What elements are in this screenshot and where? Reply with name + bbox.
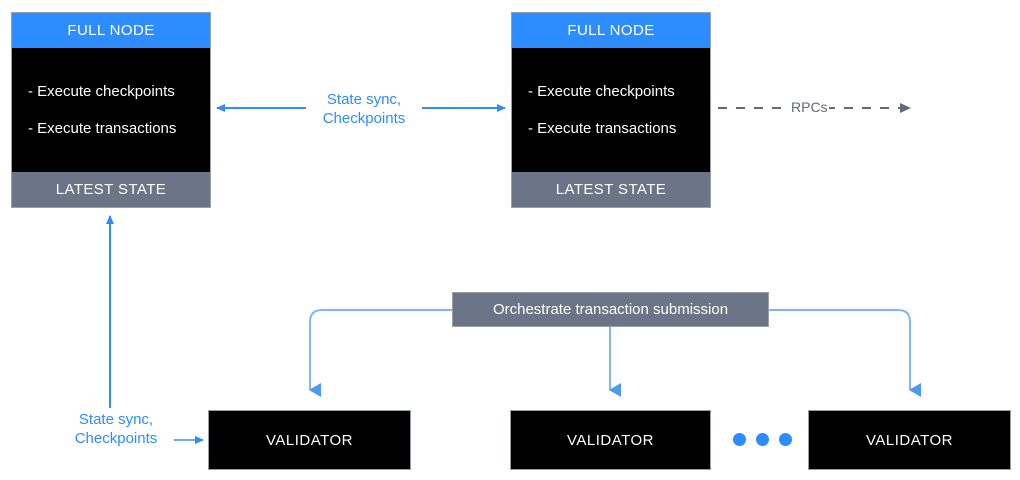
ellipsis-dot-2 bbox=[756, 433, 769, 446]
full-node-right-line-2: - Execute transactions bbox=[528, 120, 677, 137]
ellipsis-dot-3 bbox=[779, 433, 792, 446]
validator-box-1: VALIDATOR bbox=[208, 410, 411, 470]
edge-label-state-sync-bottom-line-1: State sync, bbox=[78, 411, 154, 428]
edge-label-state-sync-bottom-line-2: Checkpoints bbox=[74, 430, 158, 447]
full-node-right-body: - Execute checkpoints - Execute transact… bbox=[512, 48, 710, 172]
edge-orchestrator-to-validator-3 bbox=[769, 309, 921, 397]
edge-label-state-sync-top: State sync, Checkpoints bbox=[306, 90, 422, 128]
full-node-right: FULL NODE - Execute checkpoints - Execut… bbox=[511, 12, 711, 208]
full-node-right-line-1: - Execute checkpoints bbox=[528, 83, 675, 100]
ellipsis-dot-1 bbox=[733, 433, 746, 446]
full-node-left: FULL NODE - Execute checkpoints - Execut… bbox=[11, 12, 211, 208]
validator-label-2: VALIDATOR bbox=[566, 431, 655, 449]
edge-orchestrator-to-validator-1 bbox=[309, 309, 452, 397]
edge-label-state-sync-top-line-2: Checkpoints bbox=[322, 110, 406, 127]
edge-label-state-sync-bottom: State sync, Checkpoints bbox=[58, 410, 174, 448]
full-node-left-line-1: - Execute checkpoints bbox=[28, 83, 175, 100]
full-node-left-body: - Execute checkpoints - Execute transact… bbox=[12, 48, 210, 172]
orchestrate-label: Orchestrate transaction submission bbox=[492, 301, 729, 318]
validator-box-3: VALIDATOR bbox=[808, 410, 1011, 470]
validator-label-1: VALIDATOR bbox=[265, 431, 354, 449]
orchestrate-transaction-submission-box: Orchestrate transaction submission bbox=[452, 292, 769, 327]
full-node-right-footer: LATEST STATE bbox=[512, 172, 710, 207]
full-node-left-line-2: - Execute transactions bbox=[28, 120, 177, 137]
validator-box-2: VALIDATOR bbox=[510, 410, 711, 470]
edge-label-rpcs: RPCs bbox=[790, 99, 829, 115]
full-node-left-footer: LATEST STATE bbox=[12, 172, 210, 207]
edge-label-state-sync-top-line-1: State sync, bbox=[326, 91, 402, 108]
full-node-left-header: FULL NODE bbox=[12, 13, 210, 48]
validator-label-3: VALIDATOR bbox=[865, 431, 954, 449]
edge-state-sync-validator bbox=[106, 215, 204, 444]
ellipsis-dots bbox=[733, 433, 792, 446]
full-node-right-header: FULL NODE bbox=[512, 13, 710, 48]
